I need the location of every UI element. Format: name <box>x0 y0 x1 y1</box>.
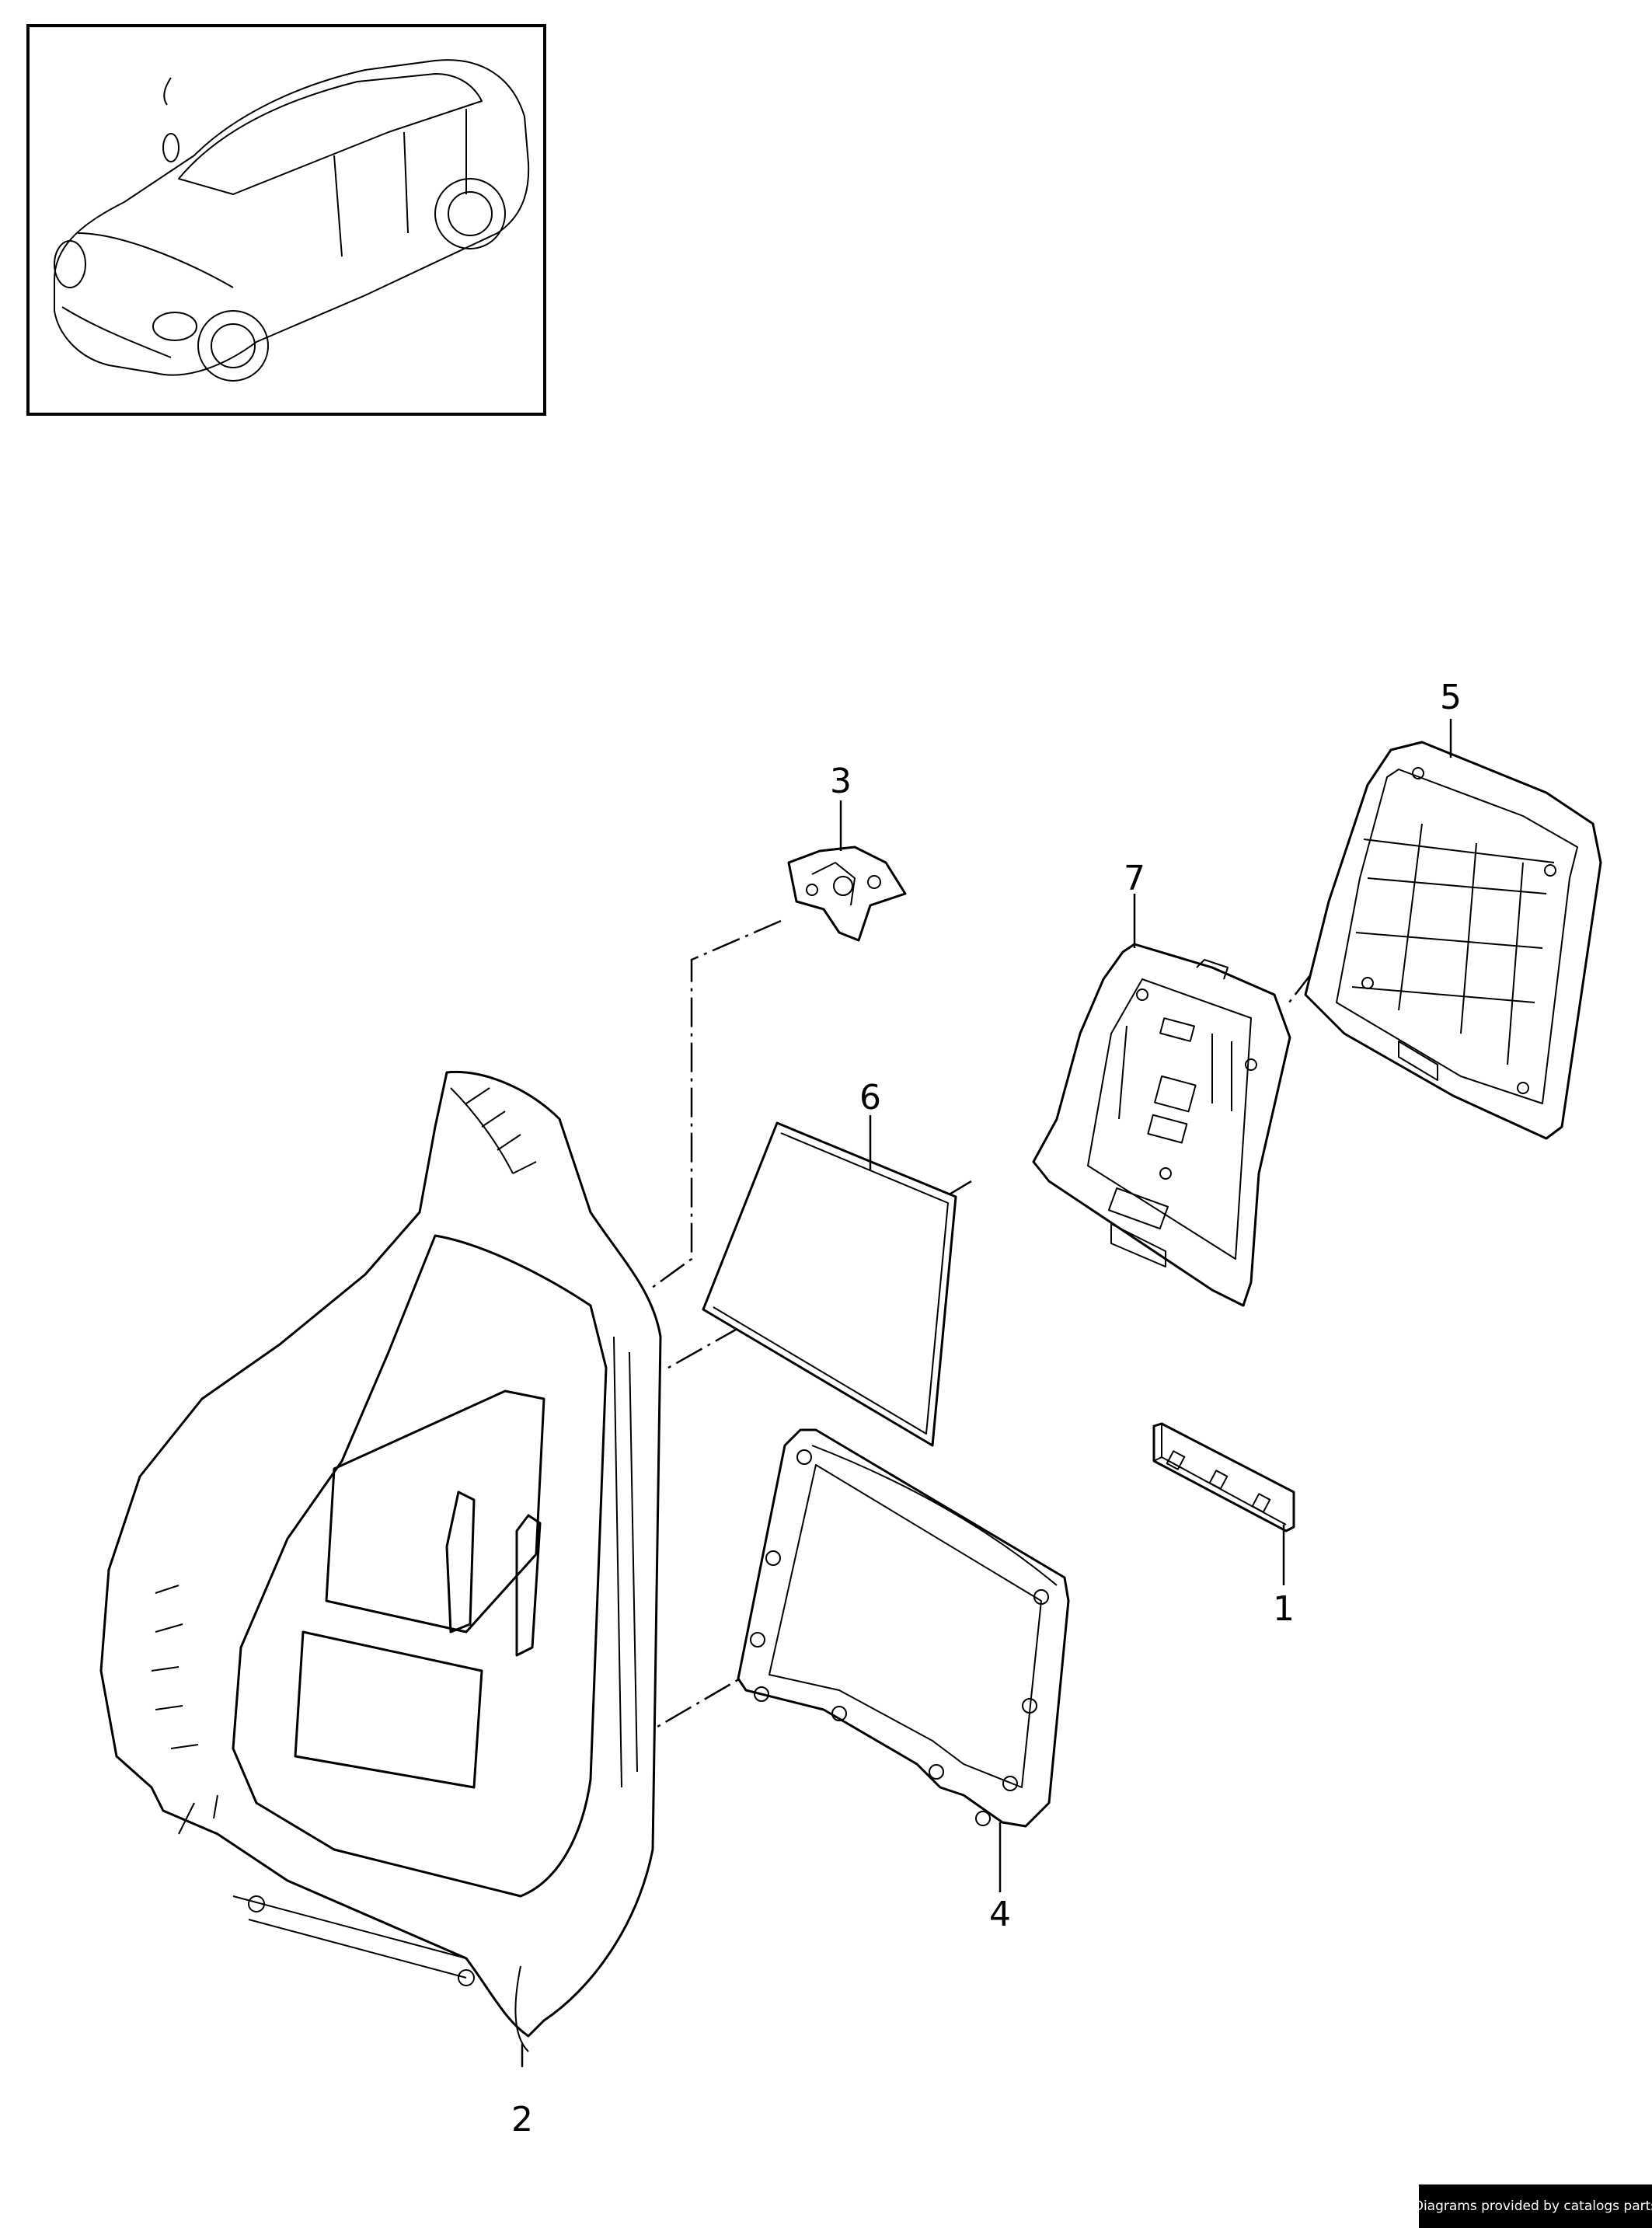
callout-labels: 1 2 3 4 5 6 7 <box>511 678 1462 2139</box>
leader-lines <box>521 719 1452 2067</box>
callout-4[interactable]: 4 <box>989 1895 1011 1934</box>
vehicle-thumbnail[interactable] <box>26 24 546 416</box>
pad-sheet[interactable] <box>702 1121 957 1447</box>
mount-bracket[interactable] <box>787 846 907 942</box>
callout-1[interactable]: 1 <box>1273 1589 1295 1629</box>
mounting-plate[interactable] <box>1032 943 1291 1307</box>
callout-6[interactable]: 6 <box>859 1078 881 1117</box>
callout-7[interactable]: 7 <box>1124 859 1145 898</box>
tab-pad[interactable] <box>1152 1422 1295 1532</box>
seat-back-frame[interactable] <box>99 1070 662 2052</box>
credit-text: Diagrams provided by catalogs parts <box>1413 2198 1652 2214</box>
backrest-shell[interactable] <box>1304 741 1602 1140</box>
car-thumbnail-icon <box>54 59 530 382</box>
credit-badge: Diagrams provided by catalogs parts <box>1413 2184 1652 2228</box>
rear-panel-frame[interactable] <box>737 1428 1070 1828</box>
callout-3[interactable]: 3 <box>830 762 852 801</box>
callout-5[interactable]: 5 <box>1440 678 1462 717</box>
callout-2[interactable]: 2 <box>511 2100 533 2139</box>
